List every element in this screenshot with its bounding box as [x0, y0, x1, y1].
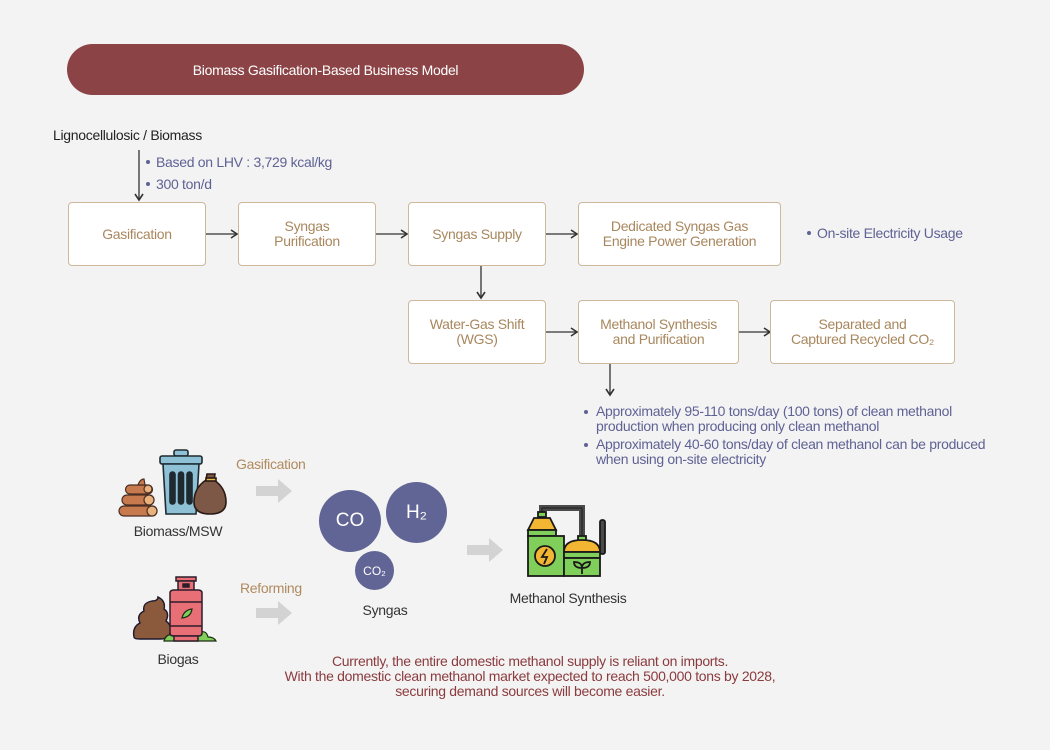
step-water-gas-shift-label: Water-Gas Shift (WGS) [429, 316, 525, 347]
source-note-capacity: 300 ton/d [146, 176, 212, 192]
step-methanol-synthesis: Methanol Synthesis and Purification [578, 300, 739, 364]
step-water-gas-shift: Water-Gas Shift (WGS) [408, 300, 546, 364]
step-gasification: Gasification [68, 202, 206, 266]
bullet-dot [584, 410, 588, 414]
plant-factory-icon [526, 505, 606, 577]
diagram-title-text: Biomass Gasification-Based Business Mode… [192, 61, 459, 78]
bullet-dot [584, 443, 588, 447]
electricity-usage-note-text: On-site Electricity Usage [817, 225, 963, 241]
electricity-usage-note: On-site Electricity Usage [807, 225, 963, 241]
process-label-reforming: Reforming [240, 580, 302, 596]
feedstock-caption-biomass: Biomass/MSW [133, 523, 223, 539]
step-co2-capture: Separated and Captured Recycled CO₂ [770, 300, 955, 364]
feedstock-caption-biogas: Biogas [157, 651, 199, 667]
diagram-title: Biomass Gasification-Based Business Mode… [67, 44, 584, 95]
output-note-item: Approximately 40-60 tons/day of clean me… [583, 437, 1003, 467]
syngas-caption: Syngas [362, 602, 408, 618]
step-co2-capture-label: Separated and Captured Recycled CO₂ [790, 316, 935, 347]
source-note-lhv-text: Based on LHV : 3,729 kcal/kg [156, 154, 333, 170]
step-syngas-supply: Syngas Supply [408, 202, 546, 266]
source-note-lhv: Based on LHV : 3,729 kcal/kg [146, 154, 332, 170]
output-note-text: Approximately 95-110 tons/day (100 tons)… [596, 403, 952, 434]
footer-line: With the domestic clean methanol market … [284, 668, 776, 684]
output-note-text: Approximately 40-60 tons/day of clean me… [596, 436, 986, 467]
step-syngas-purification-label: Syngas Purification [274, 218, 340, 249]
molecule-h2: H₂ [386, 482, 447, 543]
bullet-dot [146, 182, 150, 187]
step-syngas-supply-label: Syngas Supply [432, 225, 522, 242]
output-notes: Approximately 95-110 tons/day (100 tons)… [583, 404, 1003, 470]
product-caption: Methanol Synthesis [509, 590, 627, 606]
bullet-dot [807, 231, 811, 236]
gray-arrow-icon [256, 601, 292, 625]
footer-line: Currently, the entire domestic methanol … [331, 653, 729, 669]
source-note-capacity-text: 300 ton/d [156, 176, 212, 192]
step-engine-power-generation: Dedicated Syngas Gas Engine Power Genera… [578, 202, 781, 266]
gray-arrow-icon [256, 479, 292, 503]
gas-cylinder-icon [132, 576, 217, 642]
output-note-item: Approximately 95-110 tons/day (100 tons)… [583, 404, 1003, 434]
bullet-dot [146, 160, 150, 165]
step-gasification-label: Gasification [102, 225, 172, 242]
process-label-gasification: Gasification [236, 456, 306, 472]
molecule-h2-label: H₂ [405, 501, 428, 523]
footer-statement: Currently, the entire domestic methanol … [200, 654, 860, 699]
step-methanol-synthesis-label: Methanol Synthesis and Purification [600, 316, 717, 347]
molecule-co2-label: CO₂ [363, 563, 386, 578]
step-engine-power-generation-label: Dedicated Syngas Gas Engine Power Genera… [602, 218, 757, 249]
molecule-co-label: CO [335, 510, 365, 531]
footer-line: securing demand sources will become easi… [395, 683, 665, 699]
source-label: Lignocellulosic / Biomass [53, 127, 202, 143]
step-syngas-purification: Syngas Purification [238, 202, 376, 266]
molecule-co2: CO₂ [355, 551, 394, 590]
gray-arrow-icon [467, 538, 503, 562]
waste-bin-logs-bag-icon [118, 449, 227, 517]
molecule-co: CO [319, 490, 381, 552]
